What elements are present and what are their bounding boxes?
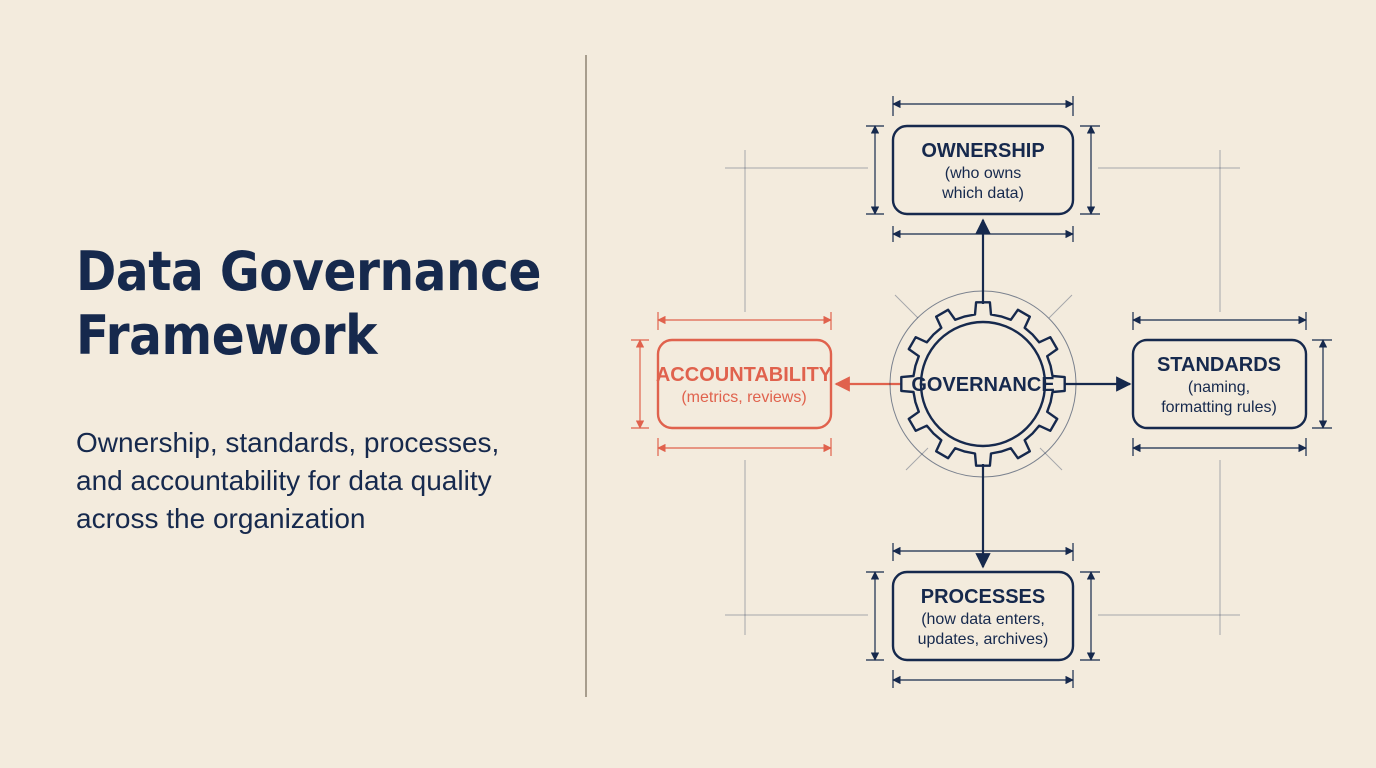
ownership-sub-2: which data) <box>941 185 1024 202</box>
governance-label: GOVERNANCE <box>911 374 1054 396</box>
ownership-title: OWNERSHIP <box>921 140 1044 162</box>
title-line-1: Data Governance <box>76 240 541 303</box>
ownership-sub-1: (who owns <box>945 165 1021 182</box>
standards-sub-2: formatting rules) <box>1161 399 1277 416</box>
gear-icon <box>900 301 1066 467</box>
subtitle-line-3: across the organization <box>76 503 366 534</box>
dimension-lines-red <box>631 312 832 456</box>
standards-sub-1: (naming, <box>1188 379 1250 396</box>
standards-node: STANDARDS (naming, formatting rules) <box>1131 338 1308 430</box>
ownership-node: OWNERSHIP (who owns which data) <box>891 124 1075 216</box>
connectors <box>834 218 1132 569</box>
processes-sub-2: updates, archives) <box>918 631 1049 648</box>
processes-node: PROCESSES (how data enters, updates, arc… <box>891 570 1075 662</box>
title-line-2: Framework <box>76 303 377 367</box>
governance-hub: GOVERNANCE <box>889 290 1077 478</box>
standards-title: STANDARDS <box>1157 354 1281 376</box>
vertical-divider <box>585 55 587 697</box>
page-subtitle: Ownership, standards, processes, and acc… <box>76 424 499 538</box>
accountability-sub-1: (metrics, reviews) <box>681 389 806 406</box>
accountability-node: ACCOUNTABILITY (metrics, reviews) <box>656 338 833 430</box>
processes-sub-1: (how data enters, <box>921 611 1045 628</box>
subtitle-line-1: Ownership, standards, processes, <box>76 427 500 458</box>
page-title: Data Governance Framework <box>76 240 541 367</box>
dimension-lines <box>866 96 1332 688</box>
processes-title: PROCESSES <box>921 586 1045 608</box>
accountability-title: ACCOUNTABILITY <box>656 364 833 386</box>
construction-lines <box>725 150 1240 635</box>
subtitle-line-2: and accountability for data quality <box>76 465 492 496</box>
